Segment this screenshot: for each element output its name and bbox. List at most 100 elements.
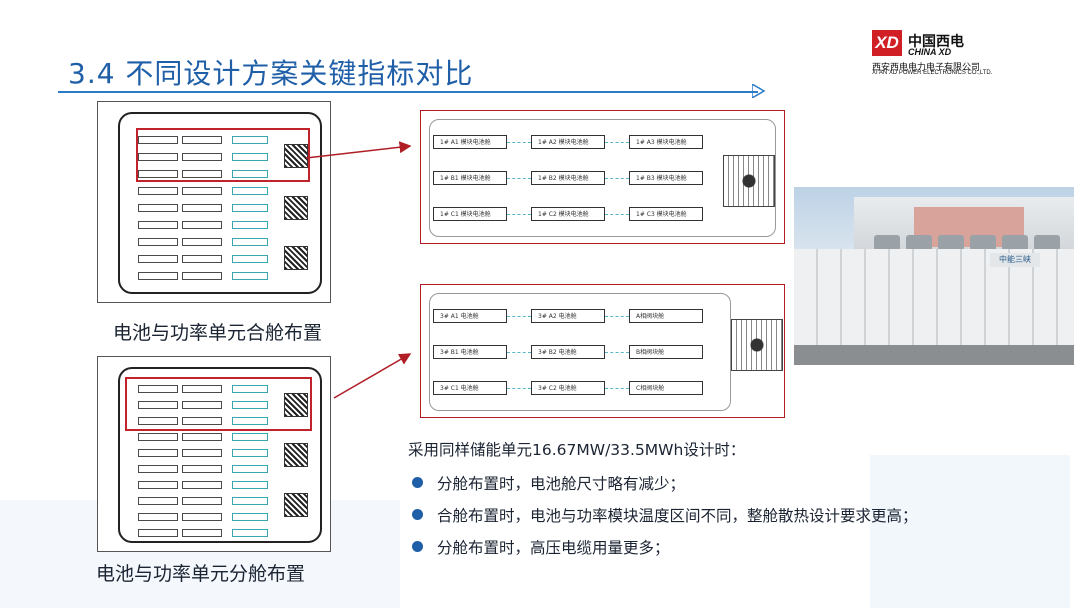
bullet-text: 合舱布置时，电池与功率模块温度区间不同，整舱散热设计要求更高；: [437, 507, 918, 525]
zoom-connector: [605, 388, 629, 389]
power-unit-icon: [723, 155, 775, 207]
zoom-module: 1# A2 模块电池舱: [531, 135, 605, 149]
plan-module: [138, 497, 178, 505]
plan-module: [138, 401, 178, 409]
bullet-text: 分舱布置时，电池舱尺寸略有减少；: [437, 475, 686, 493]
plan-module: [232, 385, 268, 393]
highlight-box: [136, 128, 310, 182]
plan-module: [182, 153, 222, 161]
plan-module: [182, 497, 222, 505]
page-title: 3.4 不同设计方案关键指标对比: [68, 57, 474, 90]
plan-module: [182, 136, 222, 144]
zoom-connector: [507, 352, 531, 353]
plan-module: [232, 136, 268, 144]
plan-module: [138, 170, 178, 178]
logo-company-en: XI'AN XD POWER ELECTRONICS CO.,LTD.: [872, 70, 993, 76]
watermark-right: [870, 455, 1070, 608]
arrow-bottom: [333, 353, 412, 399]
zoom-connector: [507, 388, 531, 389]
logo-mark: XD: [872, 30, 902, 56]
plan-module: [232, 481, 268, 489]
power-unit-icon: [284, 493, 308, 517]
plan-module: [182, 481, 222, 489]
plan-module: [232, 238, 268, 246]
power-unit-icon: [284, 393, 308, 417]
zoom-module: 1# B1 模块电池舱: [433, 171, 507, 185]
plan-module: [138, 433, 178, 441]
photo-brand-label: 中能三峡: [990, 253, 1040, 267]
zoom-module: 3# A2 电池舱: [531, 309, 605, 323]
title-arrow-icon: [752, 84, 766, 98]
plan-module: [138, 221, 178, 229]
zoom-module: 1# C2 模块电池舱: [531, 207, 605, 221]
plan-module: [232, 204, 268, 212]
zoom-module: 1# A3 模块电池舱: [629, 135, 703, 149]
zoom-arrows: [305, 141, 412, 399]
combined-zoom-detail: 1# A1 模块电池舱 1# A2 模块电池舱 1# A3 模块电池舱 1# B1 模…: [420, 110, 785, 244]
photo-fan: [938, 235, 964, 251]
title-underline: [58, 91, 758, 93]
zoom-boundary: [429, 293, 731, 411]
plan-module: [232, 417, 268, 425]
plan-module: [182, 170, 222, 178]
bullet-dot-icon: [412, 509, 423, 520]
plan-module: [232, 153, 268, 161]
plan-module: [232, 255, 268, 263]
photo-ground: [794, 345, 1074, 365]
zoom-module: C相阀块舱: [629, 381, 703, 395]
zoom-connector: [605, 214, 629, 215]
zoom-connector: [605, 178, 629, 179]
plan-module: [182, 221, 222, 229]
plan-module: [182, 465, 222, 473]
notes-intro: 采用同样储能单元16.67MW/33.5MWh设计时：: [408, 441, 746, 459]
plan-module: [138, 417, 178, 425]
zoom-module: 1# A1 模块电池舱: [433, 135, 507, 149]
bullet-item: 分舱布置时，高压电缆用量更多；: [412, 536, 670, 558]
highlight-box: [125, 377, 312, 431]
zoom-module: 3# A1 电池舱: [433, 309, 507, 323]
zoom-module: 3# C1 电池舱: [433, 381, 507, 395]
plan-module: [182, 272, 222, 280]
plan-module: [232, 449, 268, 457]
zoom-module: 1# B3 模块电池舱: [629, 171, 703, 185]
bullet-text: 分舱布置时，高压电缆用量更多；: [437, 539, 670, 557]
plan-module: [138, 238, 178, 246]
zoom-module: B相阀块舱: [629, 345, 703, 359]
plan-module: [138, 153, 178, 161]
combined-caption: 电池与功率单元合舱布置: [113, 322, 323, 344]
plan-module: [138, 385, 178, 393]
plan-module: [232, 465, 268, 473]
photo-fan: [970, 235, 996, 251]
power-unit-icon: [284, 443, 308, 467]
bullet-dot-icon: [412, 541, 423, 552]
plan-module: [138, 529, 178, 537]
plan-module: [182, 513, 222, 521]
plan-boundary: [118, 367, 322, 543]
plan-module: [138, 187, 178, 195]
plan-boundary: [118, 112, 322, 294]
zoom-boundary: [429, 119, 776, 237]
plan-module: [182, 449, 222, 457]
plan-module: [182, 417, 222, 425]
plan-module: [232, 529, 268, 537]
zoom-module: 1# C3 模块电池舱: [629, 207, 703, 221]
logo-name-cn: 中国西电: [908, 34, 964, 50]
photo-fan: [1034, 235, 1060, 251]
plan-module: [138, 465, 178, 473]
plan-module: [232, 513, 268, 521]
separate-layout-plan: [97, 356, 331, 552]
photo-fan: [906, 235, 932, 251]
zoom-module: 3# B2 电池舱: [531, 345, 605, 359]
plan-module: [182, 204, 222, 212]
bullet-item: 合舱布置时，电池与功率模块温度区间不同，整舱散热设计要求更高；: [412, 504, 918, 526]
plan-module: [232, 497, 268, 505]
power-unit-icon: [284, 246, 308, 270]
plan-module: [138, 255, 178, 263]
plan-module: [182, 238, 222, 246]
photo-fan: [1002, 235, 1028, 251]
plan-module: [232, 221, 268, 229]
zoom-connector: [507, 178, 531, 179]
plan-module: [138, 204, 178, 212]
plan-module: [182, 433, 222, 441]
